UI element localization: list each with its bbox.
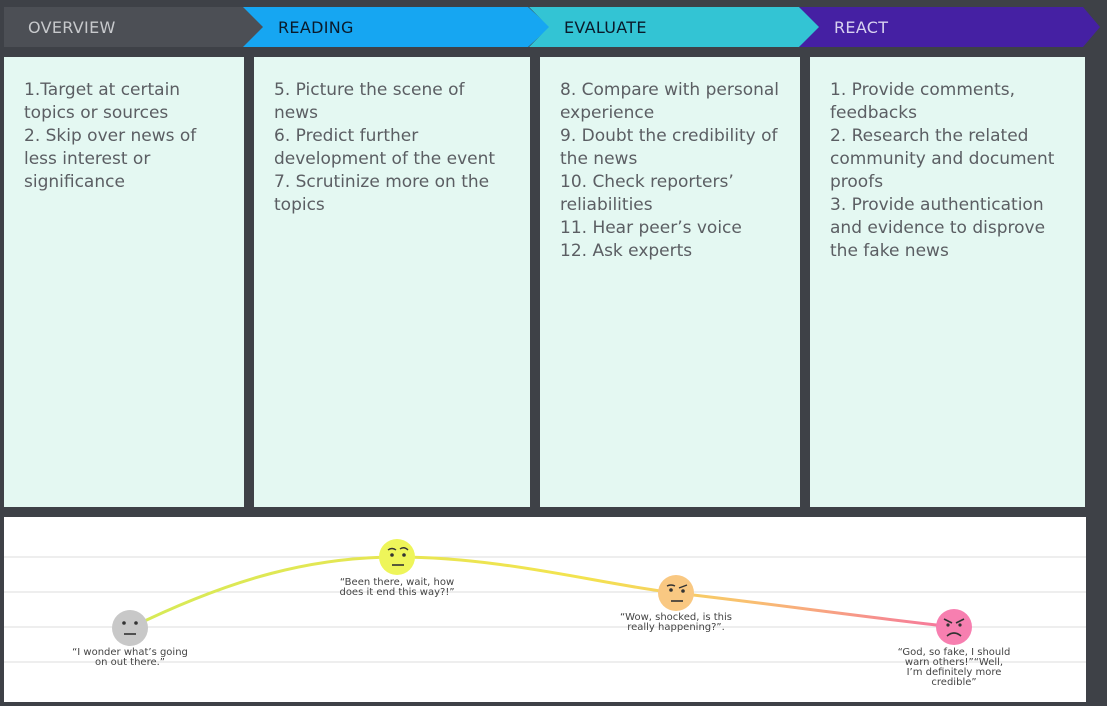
angry-face-icon: [936, 609, 972, 645]
stage-overview-label: OVERVIEW: [28, 17, 116, 37]
evaluate-item: 10. Check reporters’ reliabilities: [560, 172, 734, 215]
evaluate-column: 8. Compare with personal experience 9. D…: [540, 57, 800, 507]
skeptical-face-icon: [658, 575, 694, 611]
stage-overview: OVERVIEW: [4, 7, 266, 47]
reading-item: 5. Picture the scene of news: [274, 80, 465, 123]
stage-react: REACT: [799, 7, 1100, 47]
emotion-journey-panel: “I wonder what’s going on out there.” “B…: [4, 517, 1086, 702]
react-item: 1. Provide comments, feedbacks: [830, 80, 1016, 123]
react-item: 2. Research the related community and do…: [830, 126, 1055, 192]
stage-evaluate: EVALUATE: [529, 7, 821, 47]
emotion-quote: “I wonder what’s going on out there.”: [72, 647, 188, 668]
emotion-curve: [129, 555, 955, 630]
overview-column: 1.Target at certain topics or sources 2.…: [4, 57, 244, 507]
react-item: 3. Provide authentication and evidence t…: [830, 195, 1046, 261]
emotion-quote: “Been there, wait, how does it end this …: [339, 577, 455, 598]
overview-item: 2. Skip over news of less interest or si…: [24, 126, 197, 192]
neutral-face-icon: [112, 610, 148, 646]
overview-item: 1.Target at certain topics or sources: [24, 80, 181, 123]
evaluate-item: 11. Hear peer’s voice: [560, 218, 742, 238]
emotion-quote: “God, so fake, I should warn others!”“We…: [897, 647, 1011, 688]
stage-react-label: REACT: [834, 17, 889, 37]
reading-item: 7. Scrutinize more on the topics: [274, 172, 490, 215]
emotion-quote: “Wow, shocked, is this really happening?…: [619, 612, 732, 633]
reading-item: 6. Predict further development of the ev…: [274, 126, 496, 169]
stage-evaluate-label: EVALUATE: [564, 17, 647, 37]
react-column: 1. Provide comments, feedbacks 2. Resear…: [810, 57, 1085, 507]
stage-reading: READING: [243, 7, 550, 47]
reading-column: 5. Picture the scene of news 6. Predict …: [254, 57, 530, 507]
stage-reading-label: READING: [278, 17, 354, 37]
evaluate-item: 8. Compare with personal experience: [560, 80, 780, 123]
evaluate-item: 9. Doubt the credibility of the news: [560, 126, 778, 169]
emotion-curve-chart: [4, 539, 1086, 663]
thinking-face-icon: [379, 539, 415, 575]
evaluate-item: 12. Ask experts: [560, 241, 693, 261]
